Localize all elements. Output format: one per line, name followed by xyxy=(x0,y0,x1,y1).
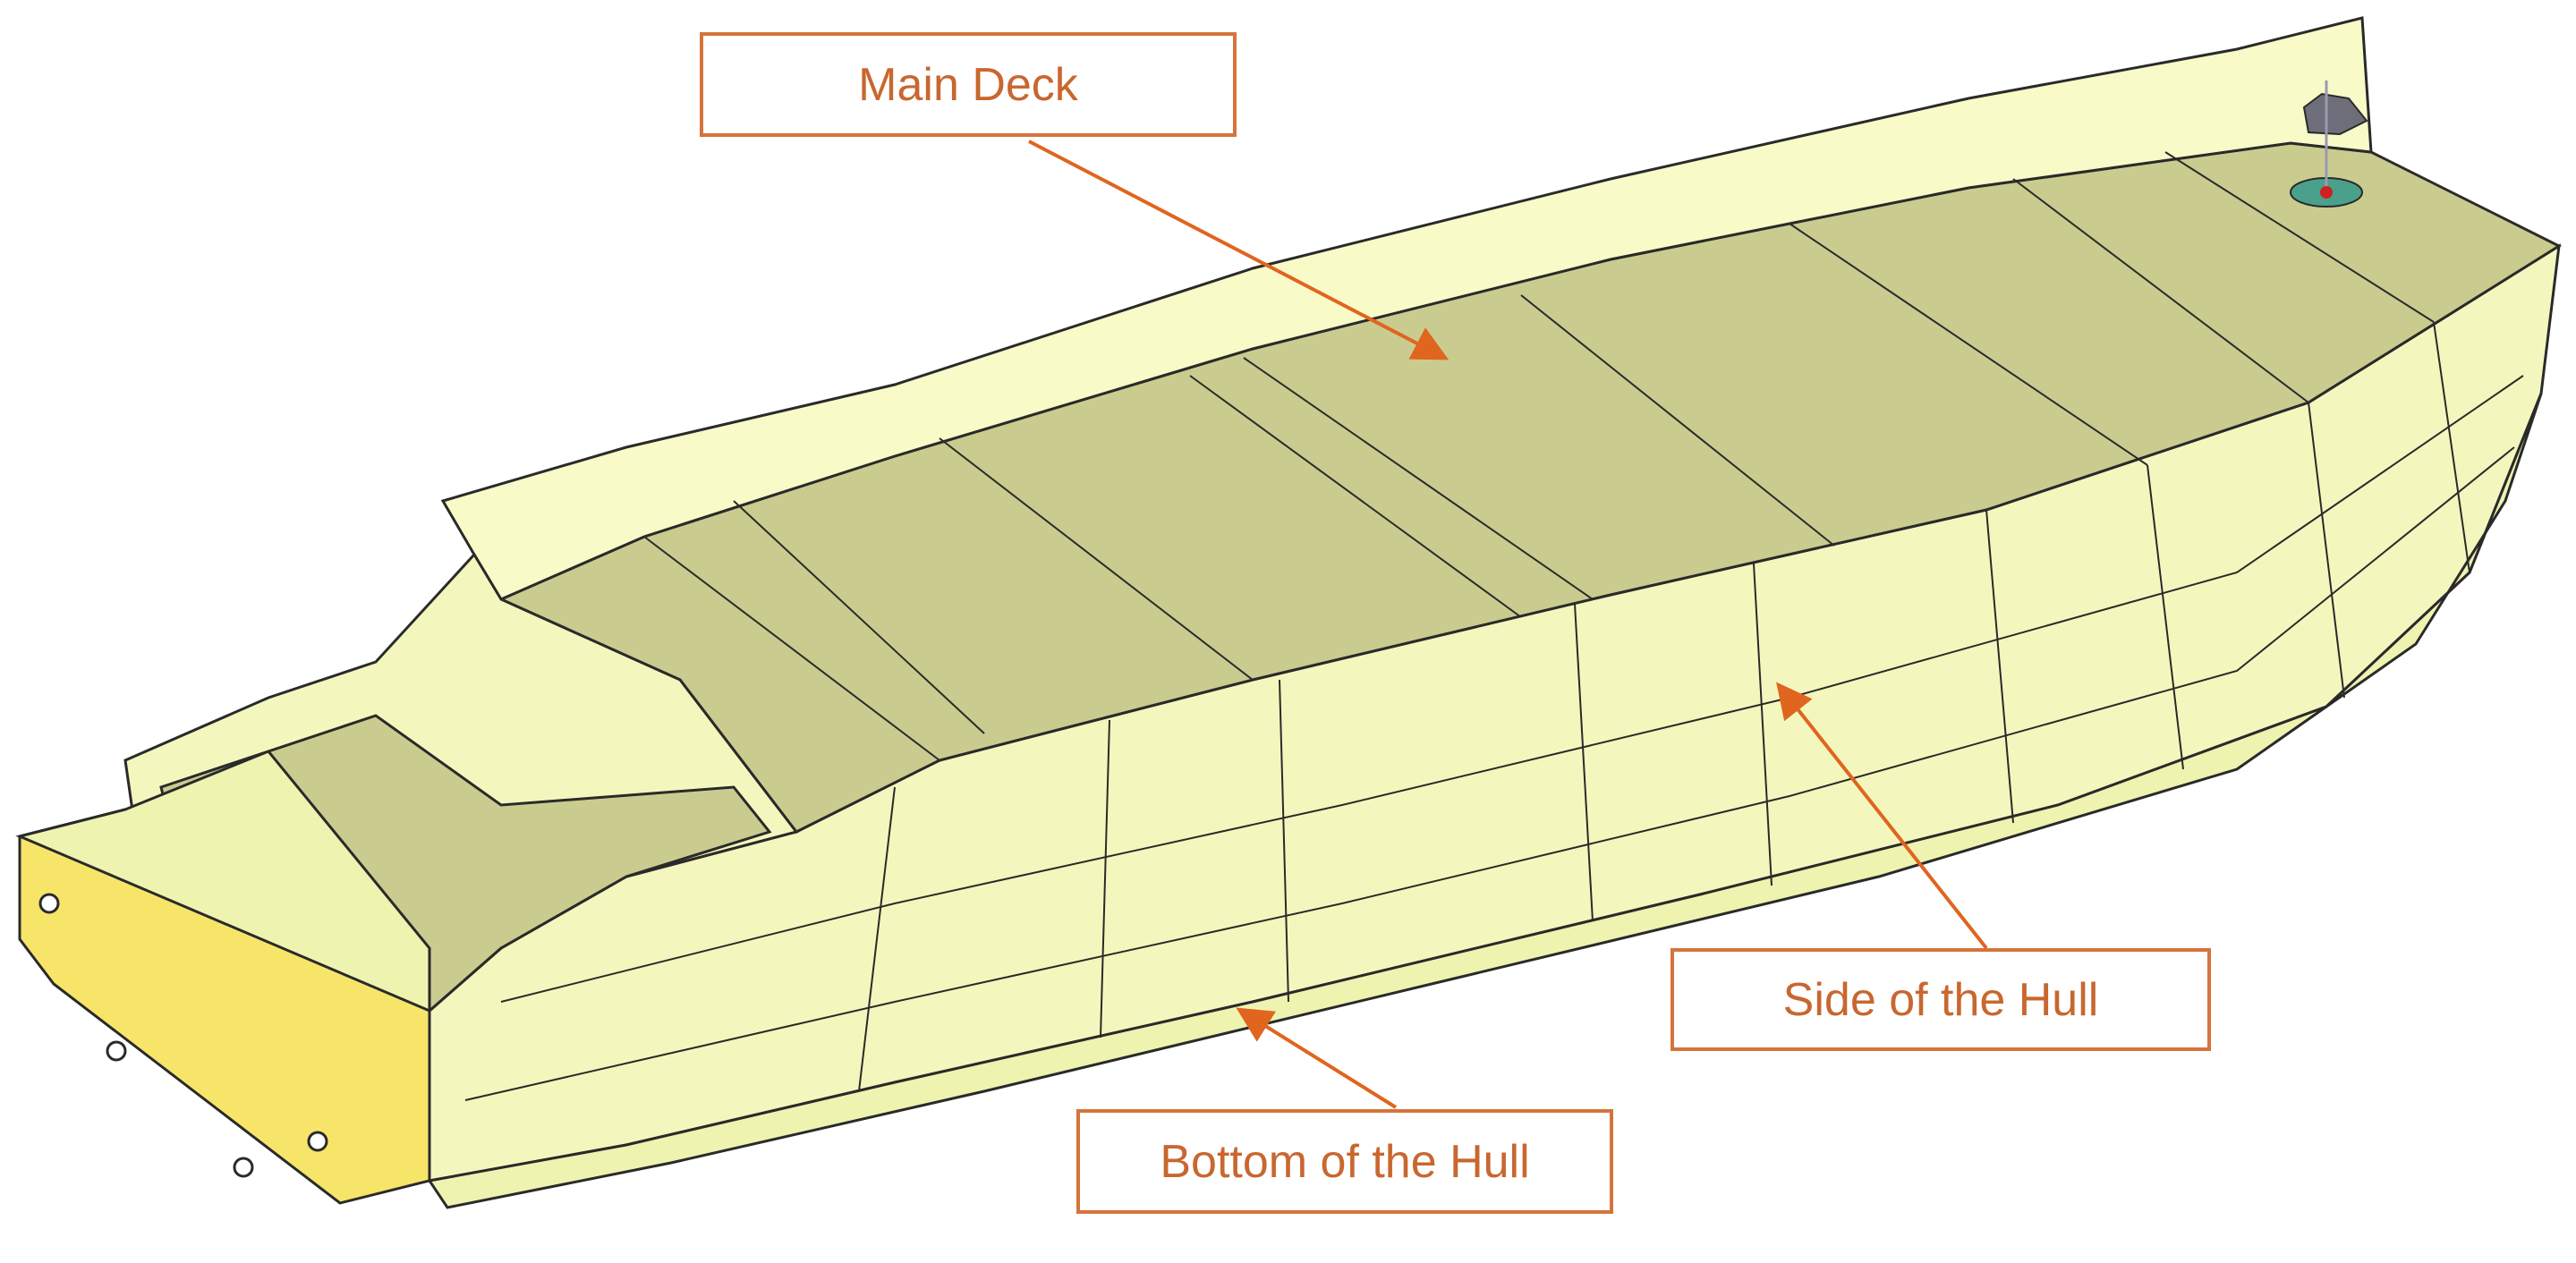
main-deck-label: Main Deck xyxy=(700,32,1237,137)
mast-light-icon xyxy=(2290,81,2368,208)
side-hull-arrow xyxy=(1776,682,1988,950)
stern-hole xyxy=(38,893,60,914)
stern-top-slab xyxy=(15,750,431,1013)
main-deck-arrow xyxy=(1028,140,1450,360)
stern-hole xyxy=(307,1131,328,1152)
bulwark-rail xyxy=(440,16,2373,601)
hull-bottom-surface xyxy=(427,393,2543,1209)
hull-frame-lines xyxy=(464,321,2524,1101)
bottom-hull-arrow xyxy=(1236,1007,1398,1109)
deck-panel-lines xyxy=(643,151,2435,761)
bottom-of-hull-label: Bottom of the Hull xyxy=(1076,1109,1613,1214)
side-of-hull-label: Side of the Hull xyxy=(1671,948,2211,1051)
stern-hole xyxy=(106,1040,127,1062)
stern-hole xyxy=(233,1157,254,1178)
